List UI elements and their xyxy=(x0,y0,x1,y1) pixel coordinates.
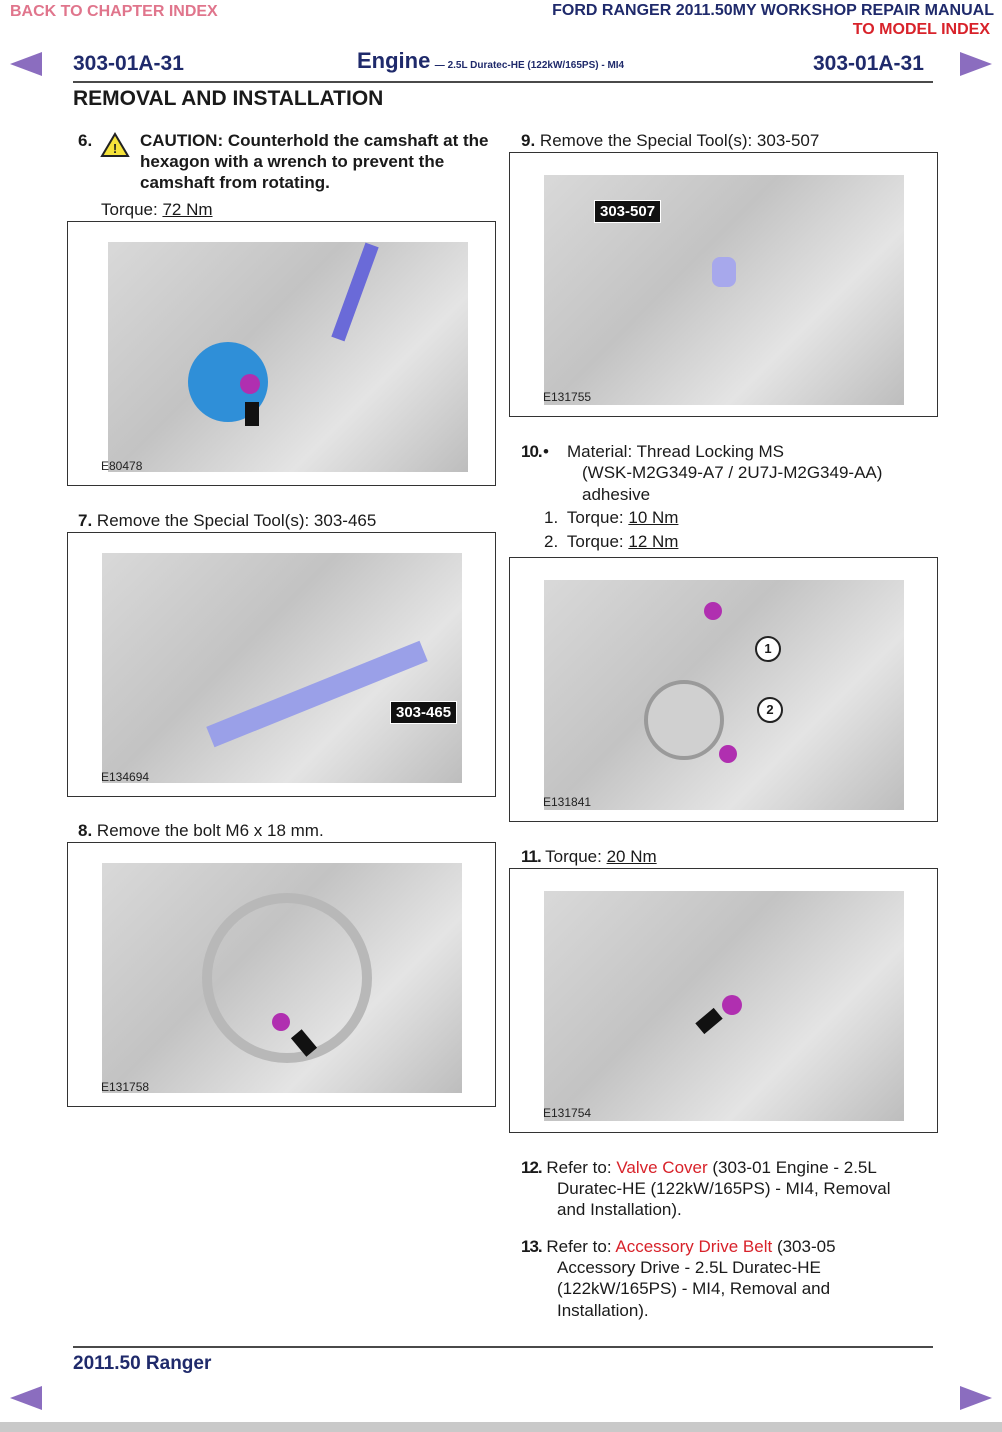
bolt-2-icon xyxy=(719,745,737,763)
step-10-material: Material: Thread Locking MS xyxy=(567,442,785,461)
step-11: 11. Torque: 20 Nm xyxy=(521,846,657,867)
step-8-number: 8. xyxy=(78,821,93,840)
step-12-line-2: Duratec-HE (122kW/165PS) - MI4, Removal xyxy=(557,1179,891,1198)
footer-rule xyxy=(73,1346,933,1348)
step-13-line-4: Installation). xyxy=(557,1301,649,1320)
tensioner-illustration xyxy=(544,580,904,810)
step-6-caution: CAUTION: Counterhold the camshaft at the… xyxy=(140,131,489,192)
page-number-right: 303-01A-31 xyxy=(813,52,924,75)
step-12-line-1: 12. Refer to: Valve Cover (303-01 Engine… xyxy=(521,1157,877,1178)
step-7-text: Remove the Special Tool(s): 303-465 xyxy=(96,511,377,530)
step-10-torque-2: 2. Torque: 12 Nm xyxy=(544,531,678,552)
figure-code: E131754 xyxy=(543,1106,592,1120)
step-10-torque-1: 1. Torque: 10 Nm xyxy=(544,507,678,528)
step-13-line-2: Accessory Drive - 2.5L Duratec-HE xyxy=(557,1258,821,1277)
marker-1: 1 xyxy=(755,636,781,662)
figure-e80478: E80478 xyxy=(67,221,496,486)
page-number-left: 303-01A-31 xyxy=(73,52,184,75)
section-name: Engine xyxy=(357,48,431,73)
section-heading: Engine — 2.5L Duratec-HE (122kW/165PS) -… xyxy=(357,48,624,74)
figure-code: E80478 xyxy=(101,459,143,473)
highlight-bolt-icon xyxy=(240,374,260,394)
step-13-line-1: 13. Refer to: Accessory Drive Belt (303-… xyxy=(521,1236,836,1257)
step-13-prefix: Refer to: xyxy=(546,1237,612,1256)
accessory-drive-belt-link[interactable]: Accessory Drive Belt xyxy=(615,1237,773,1256)
step-13-rest-1: (303-05 xyxy=(776,1237,836,1256)
figure-e131755: 303-507 E131755 xyxy=(509,152,938,417)
header-rule xyxy=(73,81,933,83)
step-12-prefix: Refer to: xyxy=(546,1158,612,1177)
special-tool-bar xyxy=(206,640,428,748)
figure-e131758: E131758 xyxy=(67,842,496,1107)
figure-code: E131758 xyxy=(101,1080,150,1094)
tensioner-pulley xyxy=(644,680,724,760)
pointer-arrow-icon xyxy=(695,1007,723,1035)
figure-code: E131755 xyxy=(543,390,592,404)
manual-title: FORD RANGER 2011.50MY WORKSHOP REPAIR MA… xyxy=(552,2,994,19)
camshaft-tool-illustration xyxy=(102,553,462,783)
section-subtitle: — 2.5L Duratec-HE (122kW/165PS) - MI4 xyxy=(434,60,625,71)
pulley-ring xyxy=(202,893,372,1063)
step-9: 9. Remove the Special Tool(s): 303-507 xyxy=(521,130,819,151)
step-10-number: 10. xyxy=(521,442,543,461)
figure-code: E131841 xyxy=(543,795,592,809)
footer-model: 2011.50 Ranger xyxy=(73,1353,212,1374)
page-title: REMOVAL AND INSTALLATION xyxy=(73,87,384,110)
torque-1-value: 10 Nm xyxy=(628,508,679,527)
bottom-scroll-bar xyxy=(0,1422,1002,1432)
step-12-rest-1: (303-01 Engine - 2.5L xyxy=(712,1158,877,1177)
step-11-torque-label: Torque: xyxy=(545,847,602,866)
pointer-arrow-icon xyxy=(245,402,259,426)
torque-2-number: 2. xyxy=(544,532,559,551)
step-7-number: 7. xyxy=(78,511,93,530)
step-10-bullet: • xyxy=(543,442,549,461)
prev-page-arrow-icon[interactable] xyxy=(10,1386,42,1410)
back-to-chapter-index-link[interactable]: BACK TO CHAPTER INDEX xyxy=(10,3,218,20)
torque-2-value: 12 Nm xyxy=(628,532,679,551)
figure-code: E134694 xyxy=(101,770,150,784)
torque-1-number: 1. xyxy=(544,508,559,527)
crank-pulley-illustration xyxy=(102,863,462,1093)
step-6-torque: Torque: 72 Nm xyxy=(101,199,213,220)
highlight-bolt-icon xyxy=(272,1013,290,1031)
to-model-index-link[interactable]: TO MODEL INDEX xyxy=(852,21,990,38)
engine-camshaft-illustration xyxy=(108,242,468,472)
torque-1-label: Torque: xyxy=(566,508,624,527)
step-11-torque-value: 20 Nm xyxy=(606,847,657,866)
step-6-torque-value: 72 Nm xyxy=(162,200,213,219)
next-page-arrow-icon[interactable] xyxy=(960,52,992,76)
bolt-1-icon xyxy=(704,602,722,620)
step-10-material-spec: (WSK-M2G349-A7 / 2U7J-M2G349-AA) xyxy=(582,463,883,482)
warning-triangle-icon: ! xyxy=(100,132,130,157)
engine-front-illustration xyxy=(544,891,904,1121)
step-10-material-type: adhesive xyxy=(582,485,651,504)
step-7: 7. Remove the Special Tool(s): 303-465 xyxy=(78,510,376,531)
figure-e131754: E131754 xyxy=(509,868,938,1133)
valve-cover-link[interactable]: Valve Cover xyxy=(616,1158,708,1177)
highlight-bolt-icon xyxy=(722,995,742,1015)
step-13-number: 13. xyxy=(521,1237,543,1256)
figure-e134694: 303-465 E134694 xyxy=(67,532,496,797)
step-6-number: 6. xyxy=(78,131,93,150)
tool-callout-label: 303-507 xyxy=(594,200,662,223)
step-12-number: 12. xyxy=(521,1158,543,1177)
tool-callout-label: 303-465 xyxy=(390,701,458,724)
step-9-text: Remove the Special Tool(s): 303-507 xyxy=(539,131,820,150)
step-6-torque-label: Torque: xyxy=(101,200,158,219)
step-13-line-3: (122kW/165PS) - MI4, Removal and xyxy=(557,1279,831,1298)
svg-text:!: ! xyxy=(113,141,117,156)
next-page-arrow-icon[interactable] xyxy=(960,1386,992,1410)
step-8-text: Remove the bolt M6 x 18 mm. xyxy=(96,821,324,840)
marker-2: 2 xyxy=(757,697,783,723)
step-11-number: 11. xyxy=(521,847,542,866)
step-8: 8. Remove the bolt M6 x 18 mm. xyxy=(78,820,324,841)
tool-303-507-icon xyxy=(712,257,736,287)
wrench-tool xyxy=(331,242,379,342)
step-9-number: 9. xyxy=(521,131,536,150)
step-12-line-3: and Installation). xyxy=(557,1200,682,1219)
figure-e131841: 1 2 E131841 xyxy=(509,557,938,822)
prev-page-arrow-icon[interactable] xyxy=(10,52,42,76)
torque-2-label: Torque: xyxy=(566,532,624,551)
